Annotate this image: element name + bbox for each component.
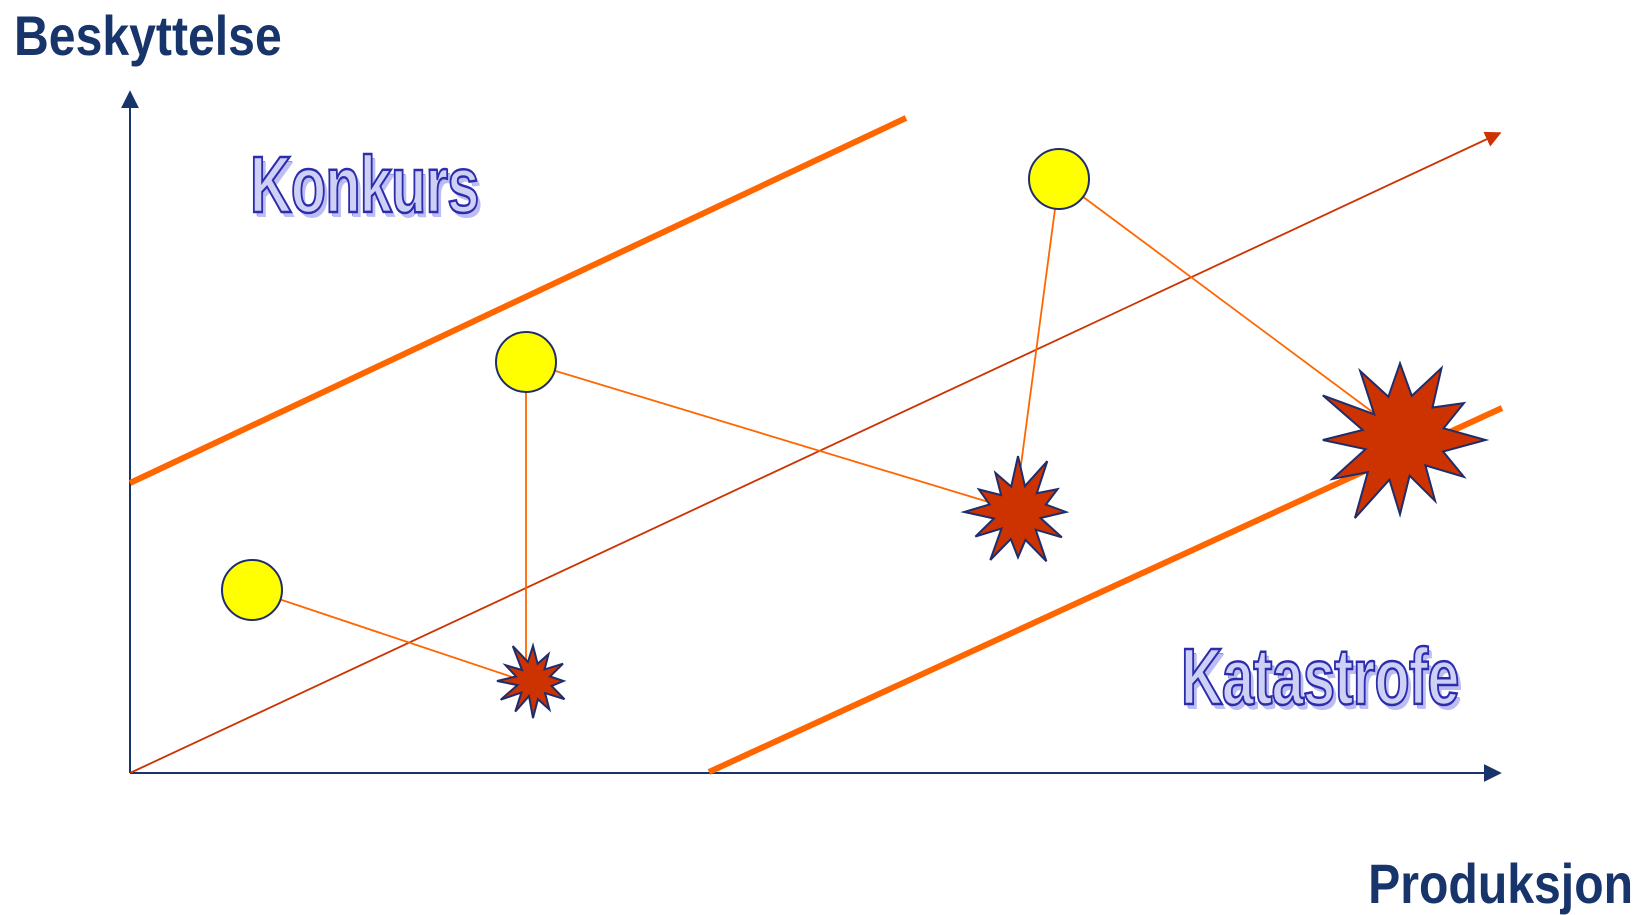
- circle-marker: [495, 331, 557, 393]
- region-label-upper: Konkurs: [249, 140, 480, 229]
- circle-marker: [221, 559, 283, 621]
- explosion-icon: [496, 642, 567, 719]
- connector-line: [525, 361, 1016, 511]
- upper-boundary-line: [128, 115, 908, 486]
- y-axis-title: Beskyttelse: [14, 4, 282, 67]
- x-axis-title: Produksjon: [1368, 852, 1633, 915]
- connector-line: [251, 589, 531, 684]
- circle-marker: [1028, 148, 1090, 210]
- region-label-lower: Katastrofe: [1180, 632, 1460, 721]
- explosion-icon: [1322, 360, 1490, 519]
- connector-line: [1014, 178, 1060, 511]
- connector-line: [1058, 178, 1391, 426]
- trend-arrow-line: [129, 131, 1502, 774]
- explosion-icon: [960, 455, 1070, 562]
